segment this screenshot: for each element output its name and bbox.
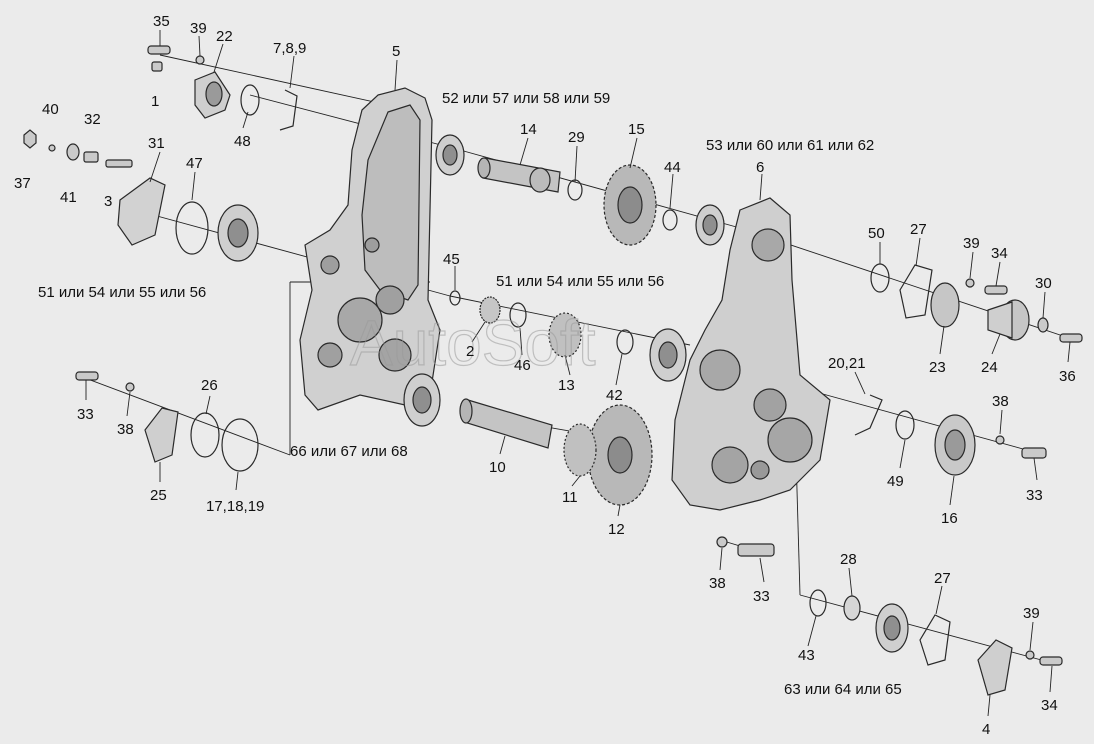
label-38-bottom: 38 (709, 575, 726, 592)
housing-cover-5 (299, 87, 441, 411)
covers-and-flanges (117, 71, 1030, 696)
label-38-right: 38 (992, 393, 1009, 410)
label-53-60-61-62: 53 или 60 или 61 или 62 (706, 137, 874, 154)
label-49: 49 (887, 473, 904, 490)
label-37: 37 (14, 175, 31, 192)
label-leaders (85, 30, 1071, 717)
label-47: 47 (186, 155, 203, 172)
label-6: 6 (756, 159, 764, 176)
label-26: 26 (201, 377, 218, 394)
rings-and-circlips (175, 84, 915, 617)
label-41: 41 (60, 189, 77, 206)
label-44: 44 (664, 159, 681, 176)
label-20-21: 20,21 (828, 355, 866, 372)
part-labels: 35 39 22 7,8,9 1 5 48 52 или 57 или 58 и… (14, 13, 1076, 738)
label-63-64-65: 63 или 64 или 65 (784, 681, 902, 698)
label-27-bottom: 27 (934, 570, 951, 587)
label-39-right: 39 (963, 235, 980, 252)
label-39-bottom: 39 (1023, 605, 1040, 622)
label-24: 24 (981, 359, 998, 376)
label-30: 30 (1035, 275, 1052, 292)
label-25: 25 (150, 487, 167, 504)
label-51-54-55-56-center: 51 или 54 или 55 или 56 (496, 273, 664, 290)
label-7-8-9: 7,8,9 (273, 40, 306, 57)
label-12: 12 (608, 521, 625, 538)
housing-case-6 (671, 197, 831, 511)
label-40: 40 (42, 101, 59, 118)
label-48: 48 (234, 133, 251, 150)
label-33-bottom: 33 (753, 588, 770, 605)
label-52-57-58-59: 52 или 57 или 58 или 59 (442, 90, 610, 107)
label-23: 23 (929, 359, 946, 376)
bearings (217, 134, 909, 653)
label-5: 5 (392, 43, 400, 60)
label-1: 1 (151, 93, 159, 110)
label-4: 4 (982, 721, 990, 738)
label-50: 50 (868, 225, 885, 242)
label-34-top: 34 (991, 245, 1008, 262)
label-35: 35 (153, 13, 170, 30)
label-32: 32 (84, 111, 101, 128)
label-11: 11 (562, 489, 578, 506)
label-31: 31 (148, 135, 165, 152)
label-15: 15 (628, 121, 645, 138)
label-10: 10 (489, 459, 506, 476)
label-45: 45 (443, 251, 460, 268)
label-29: 29 (568, 129, 585, 146)
label-66-67-68: 66 или 67 или 68 (290, 443, 408, 460)
label-42: 42 (606, 387, 623, 404)
label-2: 2 (466, 343, 474, 360)
label-34-bottom: 34 (1041, 697, 1058, 714)
label-38-left: 38 (117, 421, 134, 438)
label-27-top: 27 (910, 221, 927, 238)
label-33-right: 33 (1026, 487, 1043, 504)
label-43: 43 (798, 647, 815, 664)
label-17-18-19: 17,18,19 (206, 498, 264, 515)
label-46: 46 (514, 357, 531, 374)
label-39: 39 (190, 20, 207, 37)
label-13: 13 (558, 377, 575, 394)
label-14: 14 (520, 121, 537, 138)
watermark: AutoSoft (350, 307, 596, 379)
fasteners (23, 45, 1083, 666)
label-3: 3 (104, 193, 112, 210)
gears (479, 164, 657, 506)
label-16: 16 (941, 510, 958, 527)
label-33-left: 33 (77, 406, 94, 423)
label-28: 28 (840, 551, 857, 568)
label-22: 22 (216, 28, 233, 45)
label-51-54-55-56-left: 51 или 54 или 55 или 56 (38, 284, 206, 301)
shafts (459, 157, 561, 449)
label-36: 36 (1059, 368, 1076, 385)
